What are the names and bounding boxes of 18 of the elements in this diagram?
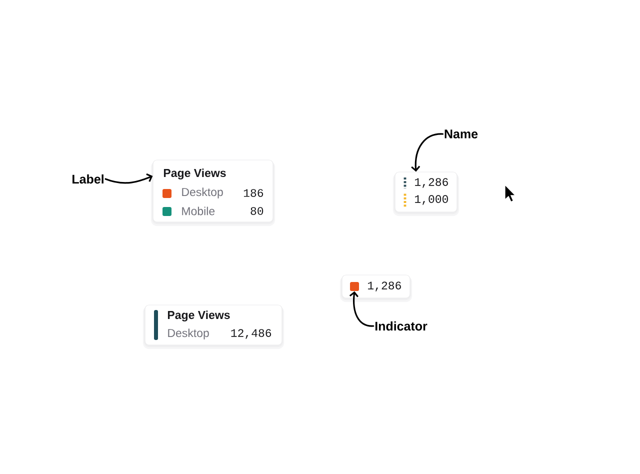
series-value: 1,000 xyxy=(415,195,448,205)
curved-arrow xyxy=(349,291,374,327)
series-value: 1,286 xyxy=(415,178,448,188)
curved-arrow xyxy=(104,173,153,184)
curved-arrow xyxy=(411,133,444,172)
series-value: 1,286 xyxy=(368,282,401,292)
series-value: 12,486 xyxy=(231,329,272,339)
callout-label: Name xyxy=(444,130,478,138)
series-value: 186 xyxy=(244,189,264,197)
series-name: Mobile xyxy=(182,206,215,216)
series-name: Desktop xyxy=(168,328,209,340)
tooltip-label: Page Views xyxy=(164,168,226,180)
color-swatch xyxy=(350,282,359,291)
callout-label: Indicator xyxy=(375,321,428,331)
tooltip-label: Page Views xyxy=(168,310,230,322)
series-value: 80 xyxy=(250,207,264,215)
series-name: Desktop xyxy=(182,188,223,198)
callout-label: Label xyxy=(72,174,104,184)
